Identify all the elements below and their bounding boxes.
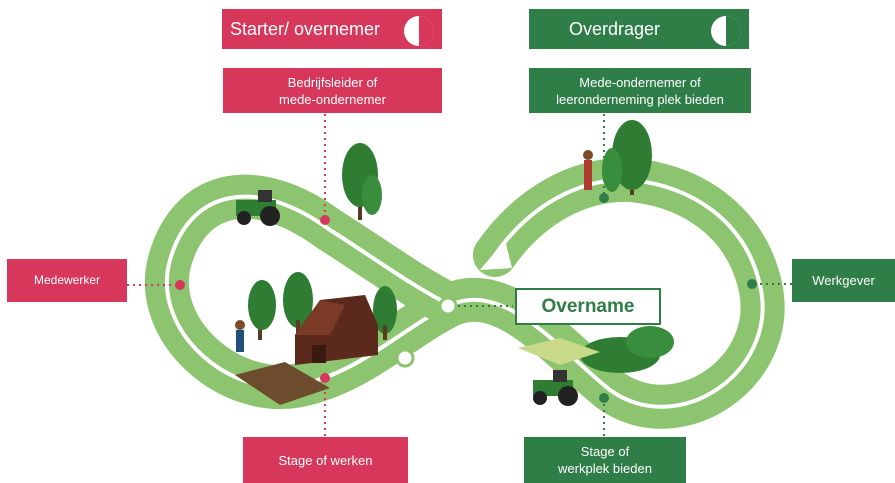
label-werkgever: Werkgever [792,259,895,302]
half-circle-icon [404,16,434,46]
arrow-icon [480,240,512,270]
label-stage-werkplek: Stage of werkplek bieden [524,437,686,483]
label-mede-ondernemer: Mede-ondernemer of leeronderneming plek … [529,68,751,113]
half-circle-icon [711,16,741,46]
overname-label: Overname [515,288,661,325]
label-stage-werken: Stage of werken [243,437,408,483]
barn-icon [295,295,378,365]
header-starter: Starter/ overnemer [222,9,442,49]
label-medewerker: Medewerker [7,259,127,302]
farmer-icon [583,150,593,190]
farmer-icon [235,320,245,352]
header-overdrager-title: Overdrager [569,18,661,39]
tractor-icon [533,370,578,406]
header-starter-title: Starter/ overnemer [230,18,381,39]
header-overdrager: Overdrager [529,9,749,49]
tractor-icon [236,190,280,226]
label-bedrijfsleider: Bedrijfsleider of mede-ondernemer [223,68,442,113]
tree-icon [342,143,382,220]
